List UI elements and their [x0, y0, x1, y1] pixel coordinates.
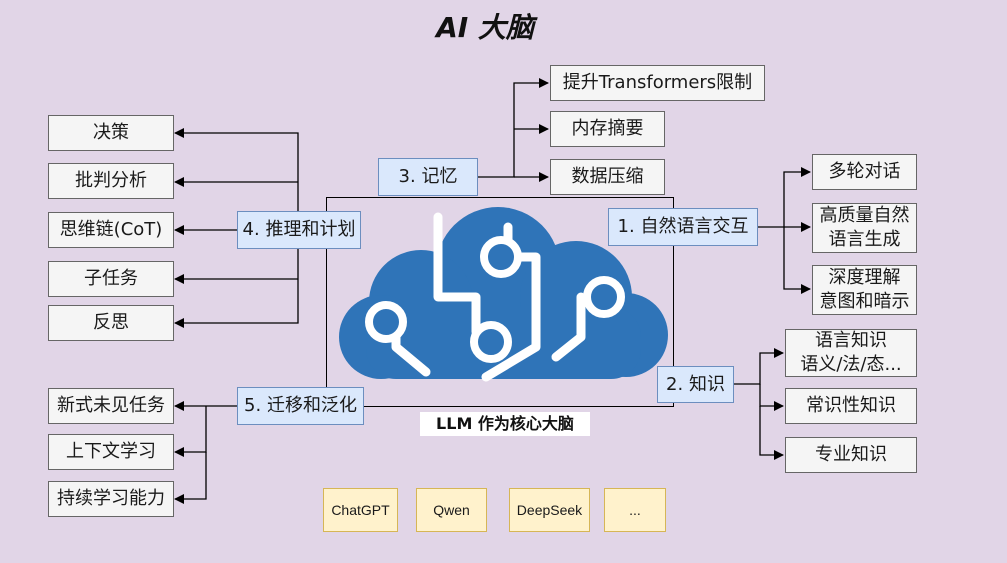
brain-circuit-cloud-icon: [339, 207, 668, 382]
language-item-multiturn: 多轮对话: [812, 154, 917, 190]
reasoning-item-decision: 决策: [48, 115, 174, 151]
category-transfer: 5. 迁移和泛化: [237, 387, 364, 425]
reasoning-item-critique: 批判分析: [48, 163, 174, 199]
reasoning-item-reflection: 反思: [48, 305, 174, 341]
language-item-generation: 高质量自然 语言生成: [812, 203, 917, 253]
category-memory: 3. 记忆: [378, 158, 478, 196]
category-language: 1. 自然语言交互: [608, 208, 758, 246]
memory-item-transformer-limits: 提升Transformers限制: [550, 65, 765, 101]
transfer-item-in-context: 上下文学习: [48, 434, 174, 470]
model-more: ...: [604, 488, 666, 532]
memory-item-summary: 内存摘要: [550, 111, 665, 147]
model-deepseek: DeepSeek: [509, 488, 590, 532]
category-reasoning: 4. 推理和计划: [237, 211, 361, 249]
memory-item-compression: 数据压缩: [550, 159, 665, 195]
reasoning-item-cot: 思维链(CoT): [48, 212, 174, 248]
reasoning-item-subtask: 子任务: [48, 261, 174, 297]
knowledge-item-linguistic: 语言知识 语义/法/态...: [785, 329, 917, 377]
knowledge-item-commonsense: 常识性知识: [785, 388, 917, 424]
model-qwen: Qwen: [416, 488, 487, 532]
knowledge-item-domain: 专业知识: [785, 437, 917, 473]
category-knowledge: 2. 知识: [657, 366, 734, 403]
language-item-understanding: 深度理解 意图和暗示: [812, 265, 917, 315]
model-chatgpt: ChatGPT: [323, 488, 398, 532]
transfer-item-continual: 持续学习能力: [48, 481, 174, 517]
center-label: LLM 作为核心大脑: [420, 412, 590, 436]
page-title: AI 大脑: [436, 11, 534, 44]
transfer-item-unseen-tasks: 新式未见任务: [48, 388, 174, 424]
core-brain-frame: [326, 197, 674, 407]
